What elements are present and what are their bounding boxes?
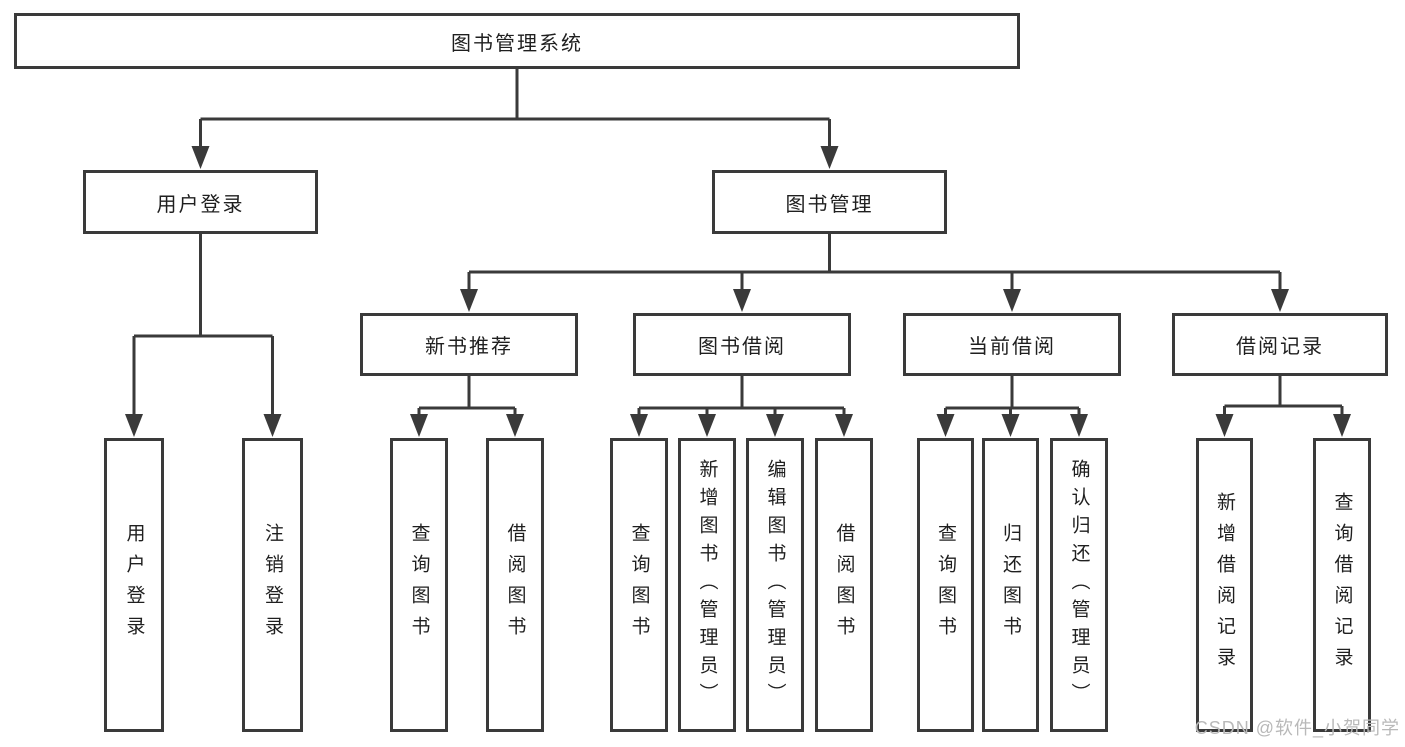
- connector-book-borrow: [637, 376, 846, 420]
- node-label: 查询图书: [628, 523, 650, 647]
- node-leaf-bb-query: 查询图书: [610, 438, 668, 732]
- arrowhead-icon: [1003, 289, 1021, 312]
- node-label: 当前借阅: [968, 336, 1056, 358]
- connector-user-login: [132, 234, 274, 420]
- node-label: 用户登录: [156, 193, 245, 216]
- arrowhead-icon: [733, 289, 751, 312]
- node-label: 图书管理系统: [451, 32, 583, 55]
- node-label: 查询图书: [408, 523, 430, 647]
- node-label: 查询借阅记录: [1331, 492, 1353, 678]
- node-label: 图书管理: [785, 193, 874, 216]
- arrowhead-icon: [698, 414, 716, 437]
- node-label: 注销登录: [262, 523, 283, 647]
- node-label: 借阅图书: [504, 523, 526, 647]
- node-leaf-br-query: 查询借阅记录: [1313, 438, 1371, 732]
- node-label: 图书借阅: [698, 336, 786, 358]
- node-new-book-rec: 新书推荐: [360, 313, 578, 376]
- arrowhead-icon: [820, 146, 839, 169]
- arrowhead-icon: [410, 414, 428, 437]
- node-label: 新增图书（管理员）: [696, 459, 718, 711]
- node-cur-borrow: 当前借阅: [903, 313, 1121, 376]
- connector-borrow-record: [1223, 376, 1344, 420]
- node-label: 查询图书: [935, 523, 956, 647]
- arrowhead-icon: [936, 414, 955, 437]
- node-leaf-cb-confirm: 确认归还（管理员）: [1050, 438, 1108, 732]
- node-label: 归还图书: [1000, 523, 1021, 647]
- arrowhead-icon: [1271, 289, 1289, 312]
- node-user-login: 用户登录: [83, 170, 318, 234]
- node-leaf-bb-add: 新增图书（管理员）: [678, 438, 736, 732]
- node-leaf-bb-edit: 编辑图书（管理员）: [746, 438, 804, 732]
- node-leaf-nbr-query: 查询图书: [390, 438, 448, 732]
- arrowhead-icon: [1333, 414, 1351, 437]
- arrowhead-icon: [1001, 414, 1020, 437]
- connector-book-mgmt: [467, 234, 1282, 295]
- arrowhead-icon: [263, 414, 282, 437]
- node-leaf-br-add: 新增借阅记录: [1196, 438, 1253, 732]
- node-leaf-logout: 注销登录: [242, 438, 303, 732]
- node-leaf-bb-borrow: 借阅图书: [815, 438, 873, 732]
- connector-new-book-rec: [417, 376, 517, 420]
- arrowhead-icon: [460, 289, 478, 312]
- connector-cur-borrow: [944, 376, 1081, 420]
- node-label: 编辑图书（管理员）: [764, 459, 786, 711]
- node-label: 用户登录: [123, 523, 145, 647]
- arrowhead-icon: [835, 414, 853, 437]
- arrowhead-icon: [1070, 414, 1088, 437]
- node-leaf-login: 用户登录: [104, 438, 164, 732]
- node-label: 借阅记录: [1236, 336, 1324, 358]
- connector-root: [199, 69, 831, 152]
- node-label: 确认归还（管理员）: [1068, 459, 1090, 711]
- node-borrow-record: 借阅记录: [1172, 313, 1388, 376]
- node-leaf-cb-query: 查询图书: [917, 438, 974, 732]
- node-leaf-nbr-borrow: 借阅图书: [486, 438, 544, 732]
- node-label: 新书推荐: [425, 336, 513, 358]
- node-book-mgmt: 图书管理: [712, 170, 947, 234]
- arrowhead-icon: [191, 146, 210, 169]
- arrowhead-icon: [125, 414, 143, 437]
- arrowhead-icon: [1215, 414, 1234, 437]
- node-label: 借阅图书: [833, 523, 855, 647]
- watermark: CSDN @软件_小贺同学: [1194, 718, 1400, 738]
- arrowhead-icon: [766, 414, 784, 437]
- node-root: 图书管理系统: [14, 13, 1020, 69]
- arrowhead-icon: [506, 414, 524, 437]
- node-label: 新增借阅记录: [1214, 492, 1235, 678]
- node-book-borrow: 图书借阅: [633, 313, 851, 376]
- arrowhead-icon: [630, 414, 648, 437]
- node-leaf-cb-return: 归还图书: [982, 438, 1039, 732]
